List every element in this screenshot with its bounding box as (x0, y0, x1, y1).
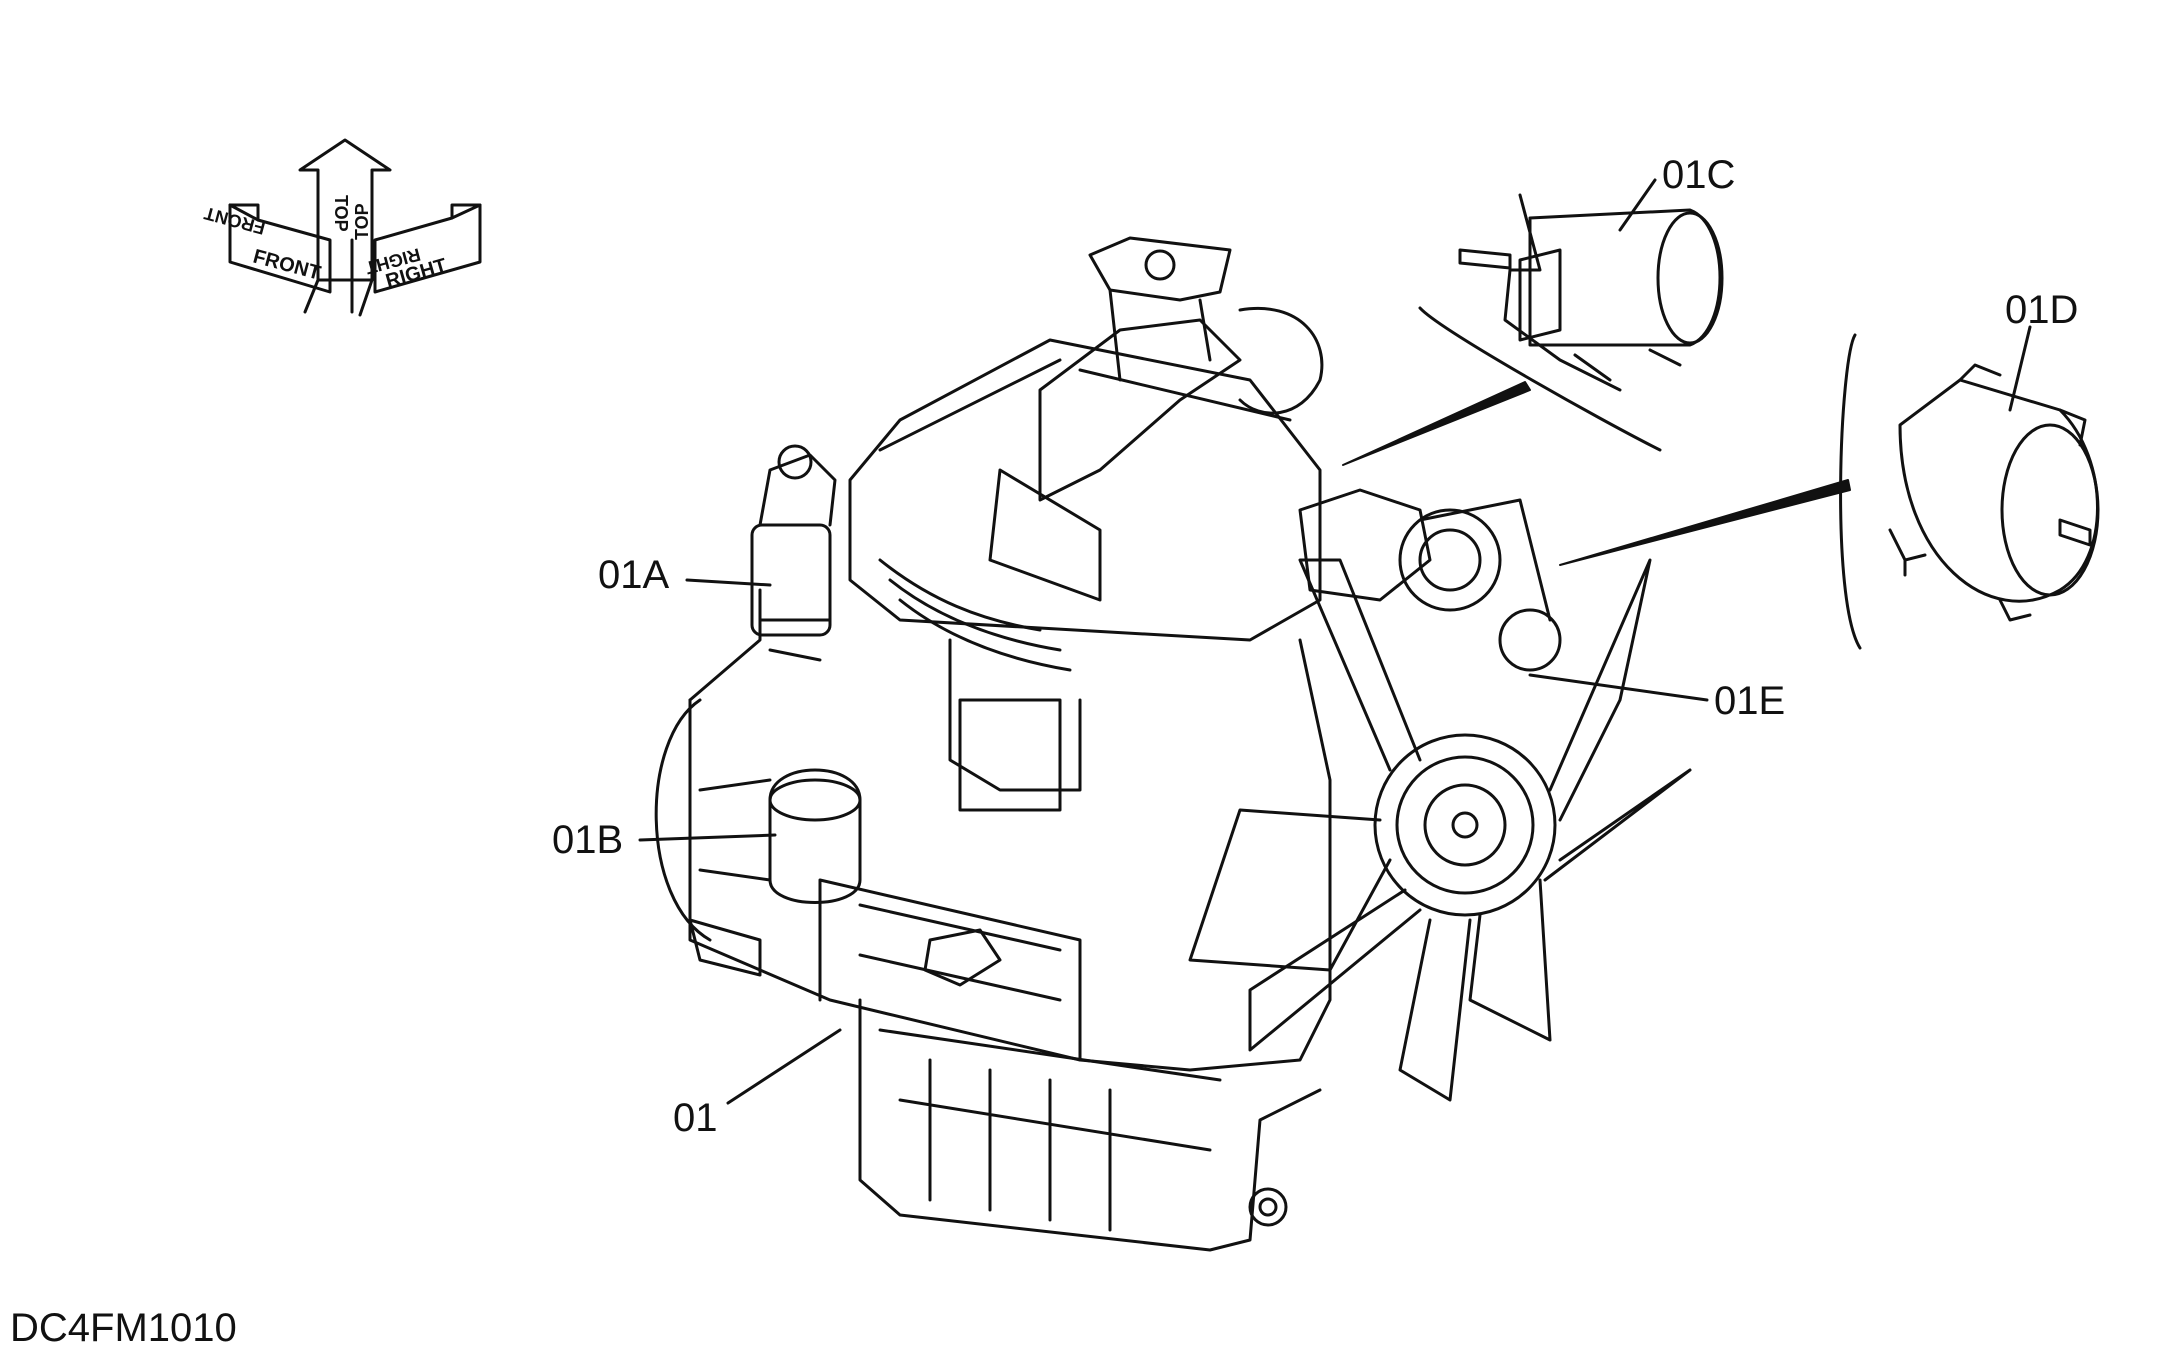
callout-leaders (638, 178, 2032, 1105)
engine-assembly (654, 236, 1692, 1252)
top-label: TOP (331, 195, 351, 232)
leader-01C (1618, 178, 1657, 232)
inset-alternator (1839, 333, 2100, 650)
top-label-mirrored: TOP (352, 203, 372, 240)
leader-01E (1528, 673, 1709, 702)
pointer-01D (1559, 479, 1851, 566)
callout-01C: 01C (1662, 153, 1736, 197)
orientation-arrows: FRONT FRONT TOP TOP RIGHT RIGHT (202, 138, 482, 317)
figure-code: DC4FM1010 (10, 1306, 237, 1350)
callout-01B: 01B (552, 818, 624, 862)
leader-01B (638, 833, 777, 842)
leader-01A (685, 578, 772, 587)
cooling-fan (1188, 558, 1692, 1102)
pointer-01C (1342, 381, 1531, 466)
leader-01 (726, 1028, 842, 1105)
callout-01E: 01E (1714, 679, 1786, 723)
callout-01A: 01A (598, 553, 670, 597)
inset-starter-motor (1418, 193, 1724, 452)
callout-01D: 01D (2005, 288, 2079, 332)
leader-01D (2008, 325, 2032, 412)
callout-01: 01 (673, 1096, 718, 1140)
